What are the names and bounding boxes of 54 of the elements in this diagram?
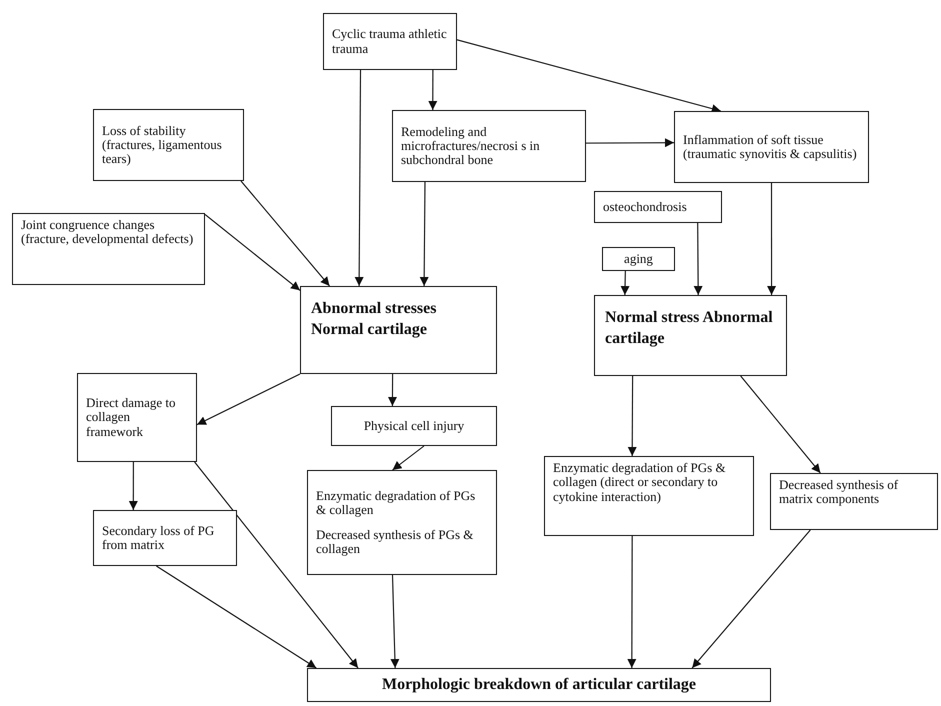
process-box (323, 13, 457, 70)
arrow (420, 182, 429, 286)
process-box (594, 295, 787, 376)
process-box (770, 473, 938, 530)
process-box (674, 111, 869, 183)
box-text: Physical cell injury (364, 418, 464, 434)
arrow (692, 530, 811, 668)
box-text: Enzymatic degradation of PGs & collagen (direct or secondary to cytokine interaction) (553, 461, 727, 504)
arrow (240, 180, 330, 286)
arrow (740, 376, 821, 474)
box-text: Inflammation of soft tissue (traumatic synovitis & capsulitis) (683, 132, 858, 162)
box-text: Enzymatic degradation of PGs & collagen (316, 488, 476, 518)
box-text: Secondary loss of PG from matrix (102, 524, 216, 552)
process-box (307, 668, 771, 702)
process-box (93, 510, 237, 566)
arrow (456, 39, 721, 113)
arrow (392, 446, 424, 470)
box-text: Loss of stability (fractures, ligamentous tears) (102, 124, 223, 166)
box-text: Morphologic breakdown of articular cartilage (382, 674, 696, 695)
arrow (156, 566, 317, 668)
arrow (586, 138, 674, 148)
process-box (544, 456, 754, 536)
arrow (354, 70, 364, 286)
process-box (300, 286, 497, 374)
box-text: Decreased synthesis of matrix components (779, 478, 900, 507)
arrow (196, 374, 300, 426)
box-text: Normal stress Abnormal cartilage (605, 308, 774, 349)
process-box (331, 406, 497, 446)
process-box (594, 191, 722, 223)
box-text: aging (624, 252, 653, 266)
box-text: Direct damage to collagen framework (86, 396, 177, 439)
box-text: Joint congruence changes (fracture, developmental defects) (21, 218, 194, 247)
box-text: Cyclic trauma athletic trauma (332, 27, 448, 56)
process-box (392, 110, 586, 182)
box-text: Remodeling and microfractures/necrosi s in subchondral bone (401, 124, 541, 168)
process-box (77, 373, 197, 462)
arrow (767, 183, 776, 295)
process-box (602, 247, 675, 271)
arrow (620, 270, 630, 296)
arrow (628, 376, 637, 456)
process-box (307, 470, 497, 575)
arrow (694, 223, 703, 295)
arrow (627, 536, 636, 668)
arrow (128, 462, 138, 510)
arrow (194, 462, 358, 668)
process-box (93, 109, 244, 181)
arrow (428, 70, 438, 110)
box-text: osteochondrosis (603, 200, 687, 214)
arrow (388, 374, 397, 406)
arrow (390, 574, 400, 668)
arrow (204, 214, 300, 291)
box-text: Abnormal stresses Normal cartilage (311, 299, 438, 340)
box-text: Decreased synthesis of PGs & collagen (316, 528, 474, 556)
process-box (12, 213, 205, 285)
